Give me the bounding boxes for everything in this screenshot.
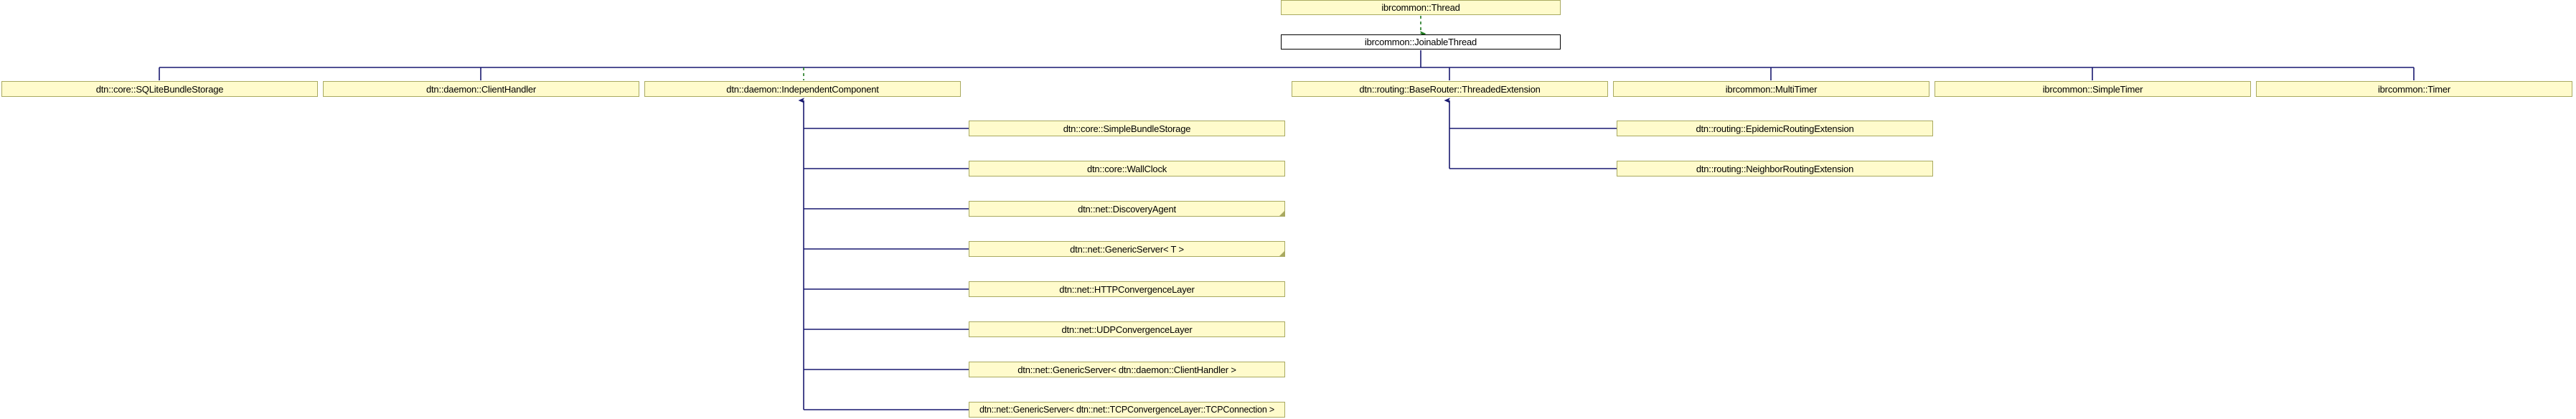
node-label: dtn::net::GenericServer< dtn::net::TCPCo…: [979, 404, 1275, 415]
node-epidemic_routing_extension[interactable]: dtn::routing::EpidemicRoutingExtension: [1617, 121, 1933, 136]
edge-joinablethread-bus: [159, 50, 2415, 80]
node-udp_convergence_layer[interactable]: dtn::net::UDPConvergenceLayer: [969, 321, 1285, 337]
node-label: dtn::net::HTTPConvergenceLayer: [1059, 283, 1195, 295]
node-sqlite_bundle_storage[interactable]: dtn::core::SQLiteBundleStorage: [1, 81, 318, 97]
node-label: dtn::net::DiscoveryAgent: [1078, 203, 1176, 215]
node-multi_timer[interactable]: ibrcommon::MultiTimer: [1613, 81, 1929, 97]
node-simple_timer[interactable]: ibrcommon::SimpleTimer: [1935, 81, 2251, 97]
node-label: dtn::net::GenericServer< T >: [1070, 243, 1184, 255]
node-generic_server_t[interactable]: dtn::net::GenericServer< T >: [969, 241, 1285, 257]
node-ibrcommon-thread[interactable]: ibrcommon::Thread: [1281, 0, 1561, 15]
node-neighbor_routing_extension[interactable]: dtn::routing::NeighborRoutingExtension: [1617, 161, 1933, 176]
node-label: dtn::routing::EpidemicRoutingExtension: [1696, 123, 1854, 134]
node-label: dtn::daemon::ClientHandler: [426, 83, 537, 95]
node-label: dtn::core::SQLiteBundleStorage: [95, 83, 224, 95]
node-ibrcommon-joinablethread[interactable]: ibrcommon::JoinableThread: [1281, 34, 1561, 50]
node-generic_server_tcp_connection[interactable]: dtn::net::GenericServer< dtn::net::TCPCo…: [969, 402, 1285, 418]
node-timer[interactable]: ibrcommon::Timer: [2256, 81, 2572, 97]
node-label: dtn::net::GenericServer< dtn::daemon::Cl…: [1017, 364, 1236, 375]
node-client_handler[interactable]: dtn::daemon::ClientHandler: [323, 81, 639, 97]
node-label: ibrcommon::SimpleTimer: [2042, 83, 2143, 95]
node-wall_clock[interactable]: dtn::core::WallClock: [969, 161, 1285, 176]
node-label: dtn::core::SimpleBundleStorage: [1063, 123, 1191, 134]
node-label: dtn::routing::BaseRouter::ThreadedExtens…: [1359, 83, 1541, 95]
node-label: ibrcommon::Thread: [1381, 2, 1460, 13]
node-independent_component[interactable]: dtn::daemon::IndependentComponent: [644, 81, 961, 97]
node-simple_bundle_storage[interactable]: dtn::core::SimpleBundleStorage: [969, 121, 1285, 136]
node-label: dtn::net::UDPConvergenceLayer: [1061, 324, 1193, 335]
node-label: dtn::core::WallClock: [1086, 163, 1167, 174]
edge-independentcomponent-children: [798, 98, 969, 410]
node-label: ibrcommon::Timer: [2377, 83, 2451, 95]
edge-threadedextension-children: [1444, 98, 1617, 169]
node-threaded_extension[interactable]: dtn::routing::BaseRouter::ThreadedExtens…: [1292, 81, 1608, 97]
node-discovery_agent[interactable]: dtn::net::DiscoveryAgent: [969, 201, 1285, 217]
node-http_convergence_layer[interactable]: dtn::net::HTTPConvergenceLayer: [969, 281, 1285, 297]
node-generic_server_client_handler[interactable]: dtn::net::GenericServer< dtn::daemon::Cl…: [969, 362, 1285, 377]
node-label: dtn::routing::NeighborRoutingExtension: [1696, 163, 1854, 174]
node-label: ibrcommon::JoinableThread: [1364, 37, 1477, 47]
node-label: dtn::daemon::IndependentComponent: [726, 83, 879, 95]
node-label: ibrcommon::MultiTimer: [1725, 83, 1818, 95]
